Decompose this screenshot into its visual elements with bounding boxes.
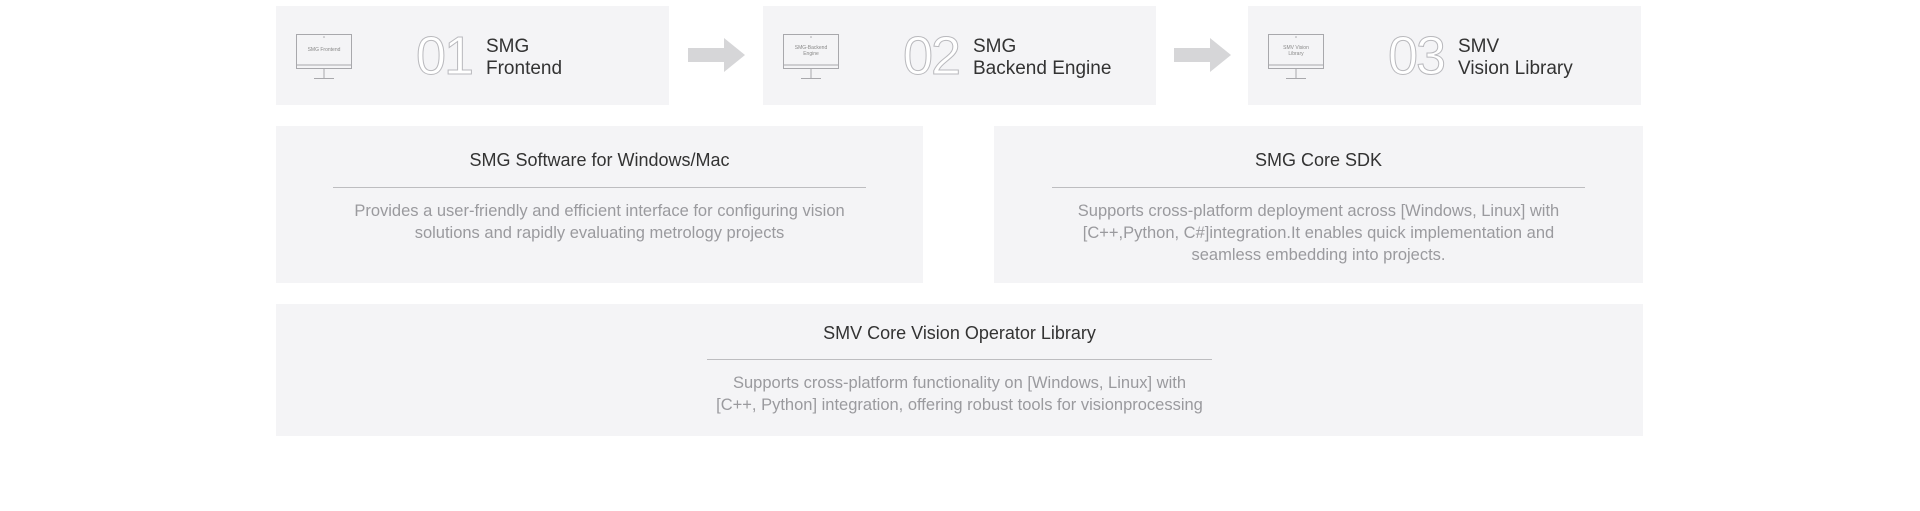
card-desc-line: Supports cross-platform deployment acros… <box>1077 202 1560 220</box>
monitor-icon: SMG Frontend <box>296 34 352 79</box>
step-number: 02 <box>902 26 961 86</box>
card-title: SMG Software for Windows/Mac <box>469 150 730 170</box>
card-smg-core-sdk: SMG Core SDK Supports cross-platform dep… <box>994 126 1643 283</box>
card-smg-software: SMG Software for Windows/Mac Provides a … <box>276 126 923 283</box>
step-number: 03 <box>1387 26 1446 86</box>
step-label-line: SMV <box>1458 36 1500 57</box>
card-desc-line: [C++,Python, C#]integration.It enables q… <box>1082 224 1555 242</box>
card-desc-line: Provides a user-friendly and efficient i… <box>354 202 845 220</box>
step-label-line: Frontend <box>486 58 563 79</box>
divider <box>707 359 1212 360</box>
card-desc-line: seamless embedding into projects. <box>1191 246 1446 264</box>
step-label-line: SMG <box>486 36 530 57</box>
monitor-screen-text: SMG Frontend <box>308 47 341 53</box>
card-desc-line: [C++, Python] integration, offering robu… <box>716 396 1203 414</box>
step-label-line: Backend Engine <box>973 58 1112 79</box>
arrow-right-icon <box>1174 38 1231 72</box>
divider <box>1052 187 1585 188</box>
card-desc-line: solutions and rapidly evaluating metrolo… <box>414 224 785 242</box>
step-number: 01 <box>415 26 474 86</box>
card-title: SMV Core Vision Operator Library <box>823 323 1096 343</box>
arrow-right-icon <box>688 38 745 72</box>
card-desc-line: Supports cross-platform functionality on… <box>732 374 1187 392</box>
step-label-line: SMG <box>973 36 1017 57</box>
divider <box>333 187 866 188</box>
card-title: SMG Core SDK <box>1254 150 1383 170</box>
card-smv-core-library: SMV Core Vision Operator Library Support… <box>276 304 1643 436</box>
step-label-line: Vision Library <box>1458 58 1573 79</box>
